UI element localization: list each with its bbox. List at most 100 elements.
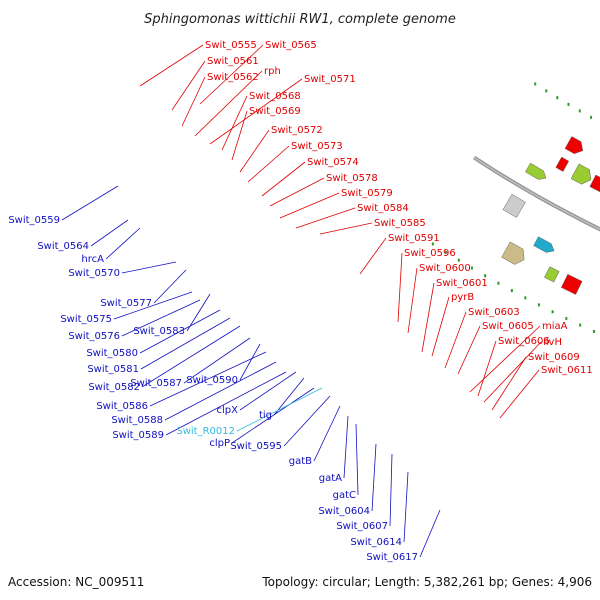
gene-feature [525, 162, 547, 180]
reverse-gene-label[interactable]: tig [259, 410, 272, 421]
gene-feature [544, 266, 560, 283]
gene-feature [570, 163, 592, 185]
reverse-gene-label[interactable]: Swit_0580 [86, 348, 138, 359]
reverse-gene-label[interactable]: Swit_0589 [112, 430, 164, 441]
leader-line [199, 44, 264, 105]
leader-line [469, 325, 541, 393]
leader-line [313, 405, 341, 462]
track-dot [556, 96, 559, 100]
reverse-gene-label[interactable]: Swit_0559 [8, 215, 60, 226]
forward-gene-label[interactable]: pyrB [451, 292, 474, 303]
reverse-gene-label[interactable]: Swit_0564 [37, 241, 89, 252]
forward-gene-label[interactable]: Swit_0611 [541, 365, 593, 376]
reverse-gene-label[interactable]: Swit_0587 [130, 378, 182, 389]
reverse-gene-label[interactable]: Swit_0607 [336, 521, 388, 532]
reverse-gene-label[interactable]: Swit_0586 [96, 401, 148, 412]
leader-line [247, 145, 290, 183]
leader-line [105, 227, 141, 260]
forward-gene-label[interactable]: Swit_0605 [482, 321, 534, 332]
leader-line [431, 296, 450, 357]
reverse-gene-label[interactable]: gatA [319, 473, 342, 484]
forward-gene-label[interactable]: Swit_0574 [307, 157, 359, 168]
leader-line [194, 70, 263, 137]
track-dot [470, 266, 473, 270]
track-dot [524, 296, 527, 300]
forward-gene-label[interactable]: Swit_0565 [265, 40, 317, 51]
forward-gene-label[interactable]: Swit_0573 [291, 141, 343, 152]
leader-line [397, 252, 403, 323]
leader-line [483, 341, 542, 403]
reverse-gene-label[interactable]: Swit_0582 [88, 382, 140, 393]
track-dot [484, 274, 487, 278]
track-dot [593, 329, 596, 333]
leader-line [444, 311, 467, 369]
reverse-gene-label[interactable]: Swit_0583 [133, 326, 185, 337]
forward-gene-label[interactable]: Swit_0561 [207, 56, 259, 67]
forward-gene-label[interactable]: Swit_0606 [498, 336, 550, 347]
reverse-gene-label[interactable]: gatC [333, 490, 356, 501]
reverse-gene-label[interactable]: Swit_0581 [87, 364, 139, 375]
reverse-gene-label[interactable]: Swit_R0012 [176, 426, 235, 437]
forward-gene-label[interactable]: Swit_0562 [207, 72, 259, 83]
leader-line [209, 78, 303, 145]
reverse-gene-label[interactable]: gatB [289, 456, 312, 467]
forward-gene-label[interactable]: Swit_0596 [404, 248, 456, 259]
reverse-gene-label[interactable]: Swit_0588 [111, 415, 163, 426]
leader-line [407, 267, 418, 334]
forward-gene-label[interactable]: rph [264, 66, 281, 77]
gene-feature [555, 156, 570, 172]
track-dot [497, 281, 500, 285]
leader-line [231, 110, 248, 161]
forward-gene-label[interactable]: Swit_0579 [341, 188, 393, 199]
map-title: Sphingomonas wittichii RW1, complete gen… [144, 12, 456, 27]
track-dot [579, 323, 582, 327]
reverse-gene-label[interactable]: Swit_0595 [230, 441, 282, 452]
reverse-gene-label[interactable]: Swit_0590 [186, 375, 238, 386]
track-dot [444, 250, 447, 254]
leader-line [421, 282, 435, 353]
forward-gene-label[interactable]: Swit_0591 [388, 233, 440, 244]
forward-gene-label[interactable]: Swit_0584 [357, 203, 409, 214]
reverse-gene-label[interactable]: hrcA [81, 254, 104, 265]
leader-line [239, 371, 297, 411]
track-dot [578, 109, 581, 113]
leader-line [139, 309, 221, 354]
reverse-gene-label[interactable]: Swit_0576 [68, 331, 120, 342]
forward-gene-label[interactable]: Swit_0578 [326, 173, 378, 184]
forward-gene-label[interactable]: Swit_0571 [304, 74, 356, 85]
accession-text: Accession: NC_009511 [8, 575, 144, 589]
track-dot [431, 242, 434, 246]
reverse-gene-label[interactable]: Swit_0575 [60, 314, 112, 325]
reverse-gene-label[interactable]: Swit_0617 [366, 552, 418, 563]
track-dot [551, 310, 554, 314]
leader-line [371, 443, 377, 512]
reverse-gene-label[interactable]: clpX [217, 405, 239, 416]
leader-line [403, 471, 409, 543]
reverse-gene-label[interactable]: Swit_0577 [100, 298, 152, 309]
forward-gene-label[interactable]: Swit_0555 [205, 40, 257, 51]
forward-gene-label[interactable]: Swit_0603 [468, 307, 520, 318]
leader-line [457, 325, 481, 375]
gene-feature [502, 194, 526, 218]
reverse-gene-label[interactable]: Swit_0570 [68, 268, 120, 279]
forward-gene-label[interactable]: Swit_0572 [271, 125, 323, 136]
reverse-gene-label[interactable]: Swit_0604 [318, 506, 370, 517]
leader-line [121, 299, 201, 337]
gene-feature [589, 174, 600, 193]
forward-gene-label[interactable]: Swit_0569 [249, 106, 301, 117]
forward-gene-label[interactable]: Swit_0601 [436, 278, 488, 289]
forward-gene-label[interactable]: Swit_0585 [374, 218, 426, 229]
leader-line [295, 207, 356, 229]
forward-gene-label[interactable]: ilvH [543, 337, 562, 348]
reverse-gene-label[interactable]: Swit_0614 [350, 537, 402, 548]
track-dot [510, 289, 513, 293]
topology-text: Topology: circular; Length: 5,382,261 bp… [261, 575, 592, 589]
forward-gene-label[interactable]: miaA [542, 321, 568, 332]
forward-gene-label[interactable]: Swit_0600 [419, 263, 471, 274]
leader-line [186, 293, 211, 332]
forward-gene-label[interactable]: Swit_0568 [249, 91, 301, 102]
forward-gene-label[interactable]: Swit_0609 [528, 352, 580, 363]
reverse-gene-label[interactable]: clpP [209, 438, 230, 449]
